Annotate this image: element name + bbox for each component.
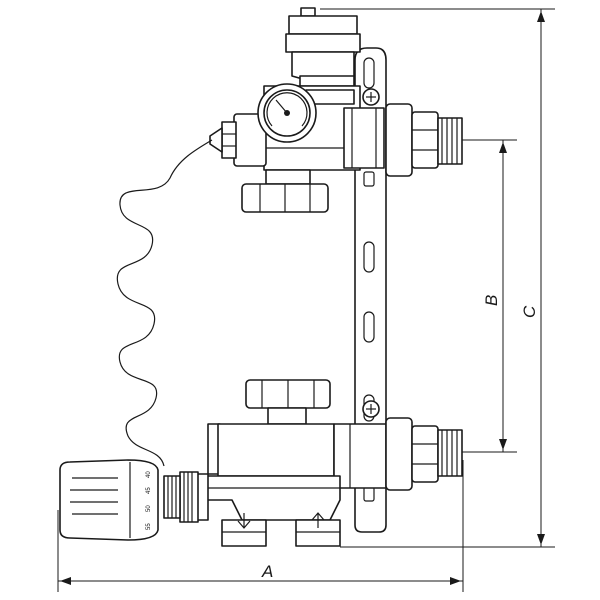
pressure-gauge [257, 83, 317, 143]
thermostat-scale: 40 45 50 55 [146, 471, 152, 530]
scale-label: 50 [146, 505, 152, 512]
capillary-tube [116, 139, 213, 467]
plus-screw-icon [362, 88, 380, 418]
thermostatic-head [59, 459, 209, 541]
upper-union-nut [241, 183, 329, 213]
scale-label: 45 [146, 487, 152, 494]
down-arrow-icon [237, 513, 251, 529]
scale-label: 40 [146, 471, 152, 478]
lower-outlet-fitting [385, 417, 463, 491]
scale-label: 55 [146, 523, 152, 530]
air-vent-cap [285, 7, 361, 87]
lower-body [205, 423, 387, 521]
dimension-lines [57, 8, 555, 592]
dimension-c-label: C [520, 305, 539, 318]
up-arrow-icon [311, 512, 325, 528]
dimension-b-label: B [482, 295, 501, 306]
sensor-port [209, 113, 267, 167]
dimension-a-label: A [261, 562, 273, 581]
lower-union-nut [245, 379, 331, 425]
upper-outlet-fitting [385, 103, 463, 177]
